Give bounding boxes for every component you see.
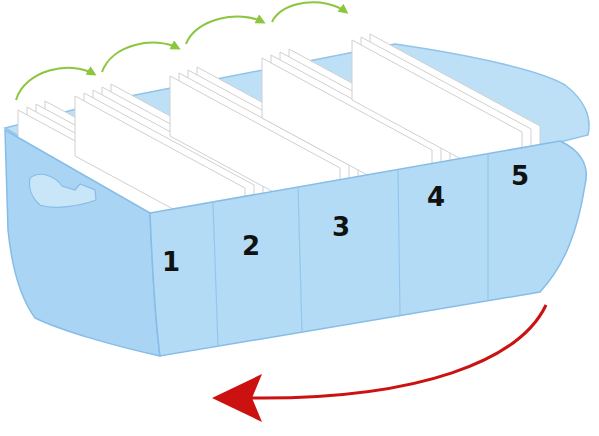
callout-number: 1 [162,249,180,275]
tray-side [5,130,160,356]
move-arrows [16,2,346,100]
rotate-arrow [250,305,546,398]
compartment-dividers [213,154,488,346]
callout-number: 3 [332,214,350,240]
rotate-arrowhead [212,374,262,422]
callout-number: 2 [242,233,260,259]
tray-front [150,141,586,356]
handle-cutout [29,174,96,207]
callout-number: 5 [511,163,529,189]
callout-number: 4 [427,184,445,210]
